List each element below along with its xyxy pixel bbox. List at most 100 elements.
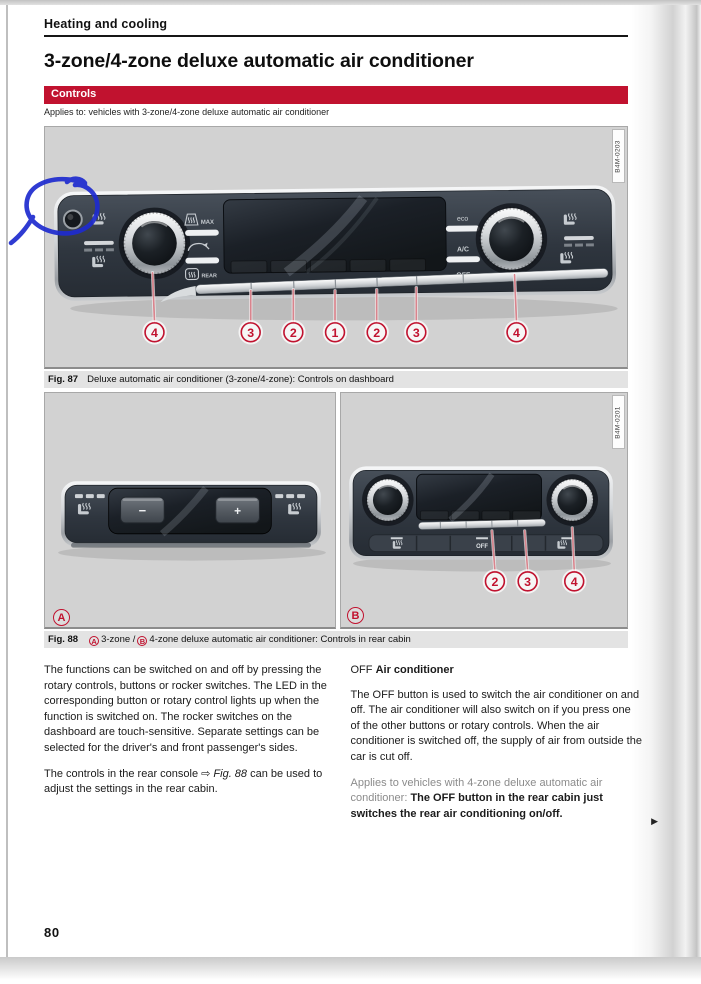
callout-4: 4 (571, 575, 578, 589)
fig87-caption-text: Deluxe automatic air conditioner (3-zone… (87, 374, 394, 385)
page-edge-left (6, 5, 8, 957)
ac-button[interactable]: A/C (457, 246, 469, 253)
callout-3-right: 3 (413, 326, 420, 340)
left-temperature-knob[interactable] (118, 207, 191, 279)
body-column-left: The functions can be switched on and off… (44, 663, 336, 832)
fig88-panel-b-illustration: OFF (349, 466, 613, 594)
defrost-led-bar (185, 229, 219, 236)
applies-gray-text: Applies to vehicles with 4-zone deluxe a… (350, 776, 603, 805)
rocker-key[interactable] (309, 259, 347, 273)
panel-shadow (58, 544, 326, 561)
callout-2-left: 2 (290, 326, 297, 340)
left-indicator-seg (105, 248, 114, 252)
fig88-reference-link[interactable]: ⇨ Fig. 88 (201, 767, 248, 780)
applies-note: Applies to: vehicles with 3-zone/4-zone … (44, 107, 330, 117)
off-heading-prefix: OFF (350, 664, 373, 676)
led-bar (476, 537, 488, 540)
minus-glyph: − (139, 503, 147, 518)
temp-plus-button[interactable]: + (215, 496, 260, 524)
rear-left-knob[interactable] (362, 474, 414, 526)
rocker-key[interactable] (349, 258, 387, 273)
led-bar (390, 537, 403, 540)
page-title: 3-zone/4-zone deluxe automatic air condi… (44, 50, 474, 72)
rocker-key[interactable] (481, 510, 511, 521)
silver-trim-strip (418, 519, 546, 530)
right-indicator-seg (585, 243, 594, 247)
fig87-panel-illustration: MAX REAR (53, 185, 618, 345)
panel-lip (71, 542, 311, 548)
fig88-image-a: − + (44, 392, 336, 629)
rear-off-button[interactable]: OFF (476, 544, 488, 550)
recirc-led-bar (185, 257, 220, 264)
callout-4-right: 4 (513, 326, 520, 340)
display-reflection (283, 195, 368, 277)
seat-level-seg (286, 494, 295, 499)
left-indicator-bar (84, 240, 114, 246)
paragraph-rear-console: The controls in the rear console ⇨ Fig. … (44, 767, 336, 798)
continuation-arrow: ▶ (651, 815, 658, 826)
caption-circle-b: B (137, 635, 148, 646)
page-edge-top (0, 0, 701, 5)
rear-label: REAR (201, 273, 217, 279)
display-reflection (448, 472, 495, 523)
fig88-label: Fig. 88 (48, 634, 79, 645)
fig87-callouts: 4 3 2 1 2 (142, 320, 529, 345)
fig88-marker-a: A (53, 609, 70, 626)
text-run: can be used to adjust the settings in th… (44, 767, 323, 796)
figure-87: MAX REAR (8, 126, 628, 388)
fig87-label: Fig. 87 (48, 374, 79, 385)
rocker-key[interactable] (420, 510, 449, 521)
ac-led-bar (446, 256, 480, 263)
seat-level-seg (96, 494, 105, 499)
rear-display (416, 473, 543, 521)
header-rule (44, 35, 628, 37)
callout-2: 2 (491, 575, 498, 589)
callout-3: 3 (524, 575, 531, 589)
page-number: 80 (44, 925, 60, 940)
callout-lines (490, 526, 576, 573)
seat-level-seg (74, 494, 83, 499)
fig87-code-strip: B4M-0203 (612, 129, 625, 183)
fig88-callouts: 2 3 4 (482, 569, 587, 594)
off-heading: OFF Air conditioner (351, 663, 643, 679)
callout-3-left: 3 (247, 326, 254, 340)
rear-climate-panel-3zone: − + (61, 481, 321, 548)
rear-right-knob[interactable] (546, 474, 599, 526)
max-label: MAX (201, 220, 214, 226)
plus-glyph: + (234, 504, 241, 518)
rocker-key[interactable] (512, 510, 542, 521)
fig88-code: B4M-0201 (615, 405, 623, 439)
rocker-key[interactable] (230, 260, 268, 274)
rocker-key[interactable] (389, 258, 427, 272)
fig88-panel-a-illustration: − + (58, 481, 326, 561)
callout-2-right: 2 (373, 326, 380, 340)
fig88-row: − + (44, 392, 628, 629)
right-temperature-knob[interactable] (475, 203, 548, 275)
section-label: Controls (51, 87, 97, 100)
left-round-button[interactable] (62, 209, 83, 230)
climate-display (222, 196, 447, 274)
rear-climate-panel-4zone: OFF (349, 466, 613, 560)
left-indicator-seg (84, 248, 93, 252)
right-indicator-seg (564, 243, 573, 247)
paragraph-off-button: The OFF button is used to switch the air… (350, 688, 642, 763)
rocker-key[interactable] (450, 510, 480, 521)
temp-minus-button[interactable]: − (120, 496, 165, 524)
eco-button[interactable]: eco (457, 216, 468, 223)
left-indicator-seg (95, 248, 103, 252)
fig88-caption-a: 3-zone / (101, 634, 136, 645)
paragraph-functions: The functions can be switched on and off… (44, 664, 327, 754)
right-indicator-seg (575, 243, 583, 247)
fig88-image-b: OFF (340, 392, 628, 629)
callout-1: 1 (332, 326, 339, 340)
panel-shadow (70, 296, 618, 321)
figure-88: − + (44, 392, 628, 648)
rocker-key[interactable] (270, 259, 308, 274)
page-edge-bottom-shadow (0, 957, 701, 984)
body-column-right: OFF Air conditioner The OFF button is us… (350, 663, 659, 832)
off-heading-bold: Air conditioner (375, 664, 454, 676)
fig88-caption-b: 4-zone deluxe automatic air conditioner:… (149, 634, 411, 645)
display-reflection-2 (305, 196, 379, 274)
